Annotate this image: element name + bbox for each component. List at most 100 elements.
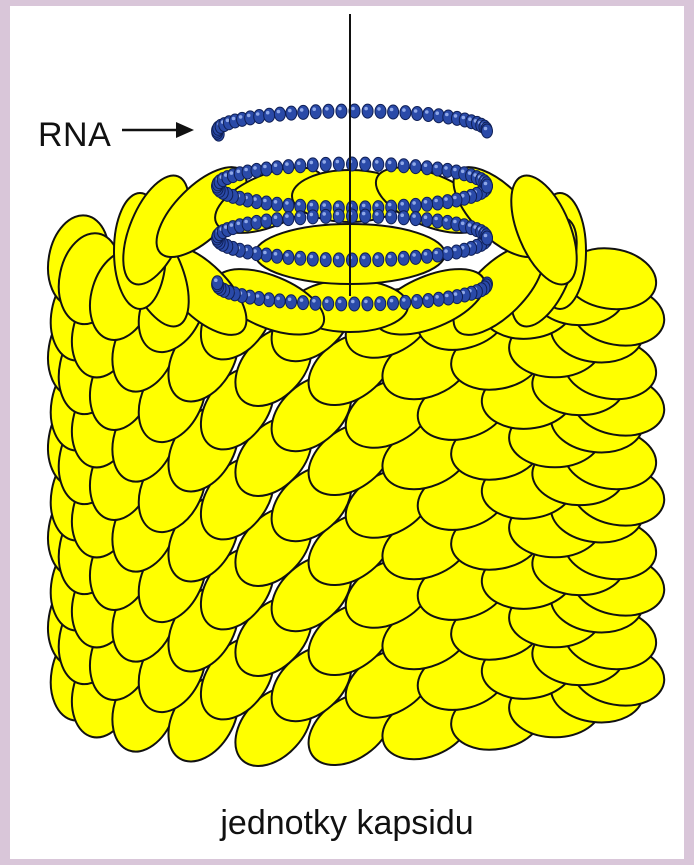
rna-bead-highlight [274,200,278,204]
rna-bead [412,107,423,121]
rna-bead-highlight [412,253,416,257]
rna-bead [261,248,272,262]
rna-bead-highlight [322,203,326,207]
rna-bead [398,251,409,265]
rna-bead-highlight [424,215,428,219]
rna-bead [422,249,433,263]
rna-bead [410,198,421,212]
rna-bead [433,292,444,306]
rna-bead-highlight [214,278,218,282]
rna-bead-highlight [285,162,289,166]
rna-bead-highlight [247,114,251,118]
rna-bead [286,295,297,309]
rna-bead-highlight [461,170,465,174]
rna-bead [274,294,285,308]
rna-bead-highlight [377,107,381,111]
rna-bead [333,253,344,267]
rna-bead [333,209,344,223]
rna-bead [347,209,358,223]
rna-bead [261,196,272,210]
rna-bead-highlight [461,222,465,226]
rna-bead-highlight [325,299,329,303]
rna-bead [272,249,283,263]
rna-bead-highlight [435,295,439,299]
rna-bead-highlight [424,252,428,256]
rna-bead [386,210,397,224]
rna-bead [362,104,373,118]
rna-bead [320,209,331,223]
rna-bead-highlight [362,212,366,216]
rna-bead [307,158,318,172]
diagram-frame: RNA jednotky kapsidu [10,6,684,859]
rna-bead-highlight [351,300,355,304]
rna-bead-highlight [312,299,316,303]
rna-bead-highlight [388,213,392,217]
capsid-units-caption: jednotky kapsidu [10,804,684,843]
rna-bead-highlight [274,215,278,219]
rna-bead [336,297,347,311]
rna-bead-highlight [336,160,340,164]
rna-bead [251,215,262,229]
rna-bead [410,250,421,264]
rna-bead-highlight [244,220,248,224]
rna-bead-highlight [285,201,289,205]
rna-bead-highlight [297,254,301,258]
rna-bead-highlight [336,212,340,216]
rna-bead [310,105,321,119]
rna-bead-highlight [322,255,326,259]
rna-bead [274,107,285,121]
rna-bead-highlight [388,255,392,259]
rna-bead [272,161,283,175]
rna-bead [442,247,453,261]
rna-bead [298,296,309,310]
rna-bead [388,105,399,119]
rna-bead-highlight [444,166,448,170]
rna-bead-highlight [300,298,304,302]
rna-bead-highlight [362,256,366,260]
rna-bead [283,212,294,226]
rna-bead [261,162,272,176]
rna-bead-highlight [468,117,472,121]
rna-bead-highlight [325,107,329,111]
rna-bead [283,160,294,174]
rna-bead-highlight [434,251,438,255]
rna-bead [386,252,397,266]
rna-bead [410,212,421,226]
rna-bead-highlight [400,254,404,258]
rna-bead-highlight [312,107,316,111]
rna-bead-highlight [445,294,449,298]
rna-bead [295,159,306,173]
rna-bead-highlight [414,109,418,113]
rna-bead-highlight [322,212,326,216]
rna-bead-highlight [322,160,326,164]
rna-bead [264,293,275,307]
rna-bead-highlight [263,165,267,169]
rna-bead [261,214,272,228]
rna-bead-highlight [425,296,429,300]
rna-bead-highlight [362,204,366,208]
rna-bead [212,276,223,290]
rna-bead [388,296,399,310]
rna-bead-highlight [414,297,418,301]
rna-bead-highlight [484,234,488,238]
rna-bead-highlight [310,161,314,165]
rna-bead [283,198,294,212]
rna-bead-highlight [454,292,458,296]
rna-bead-highlight [462,116,466,120]
rna-bead-highlight [453,220,457,224]
rna-bead-highlight [276,297,280,301]
rna-bead-highlight [263,217,267,221]
rna-bead-highlight [266,296,270,300]
rna-bead-highlight [402,108,406,112]
rna-bead-highlight [230,223,234,227]
rna-bead-highlight [263,199,267,203]
rna-bead [482,231,493,245]
rna-bead-highlight [277,110,281,114]
rna-bead-highlight [256,294,260,298]
rna-bead-highlight [425,110,429,114]
rna-bead [386,158,397,172]
rna-bead-highlight [390,108,394,112]
rna-bead [307,252,318,266]
rna-bead [310,296,321,310]
rna-bead-highlight [297,161,301,165]
